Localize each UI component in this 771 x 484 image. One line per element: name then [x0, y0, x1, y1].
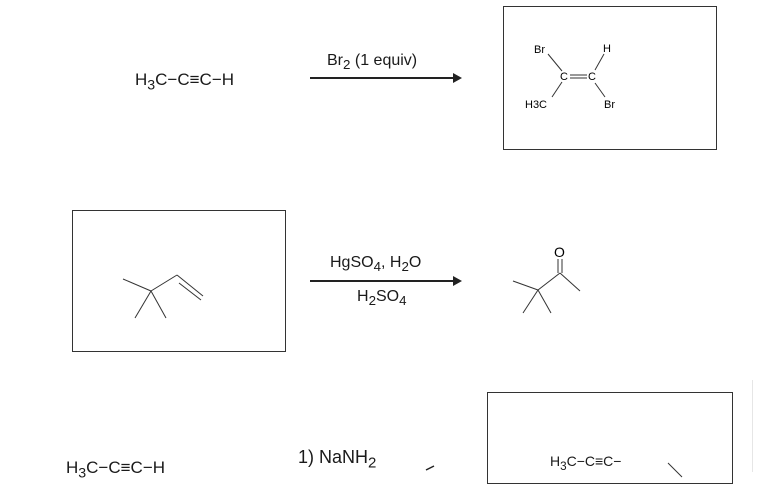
- br-top-label: Br: [534, 44, 545, 56]
- r3-reactant-h: H: [66, 458, 79, 477]
- reactant-h: H: [135, 70, 148, 89]
- reaction1-product-box: Br H C C H3C Br: [503, 6, 717, 150]
- br-bottom-label: Br: [604, 99, 615, 111]
- water-o: O: [408, 254, 422, 271]
- reagent-equiv: (1 equiv): [350, 52, 418, 69]
- r3-reagent-text: 1) NaNH: [298, 447, 369, 467]
- h-top-label: H: [603, 43, 611, 55]
- r3-reactant-chain: C−C≡C−H: [86, 458, 166, 477]
- reaction1-reactant: H3C−C≡C−H: [135, 70, 234, 93]
- reactant-chain: C−C≡C−H: [155, 70, 235, 89]
- acid-h-sub: 2: [368, 293, 376, 309]
- right-edge-divider: [752, 380, 753, 472]
- reaction2-reagent-top: HgSO4, H2O: [330, 254, 421, 274]
- dimethylbutene-structure: [122, 274, 204, 319]
- hgso-text: HgSO: [330, 254, 374, 271]
- reaction2-reagent-bottom: H2SO4: [357, 288, 407, 308]
- reagent-sub: 2: [343, 57, 351, 73]
- reaction3-reactant: H3C−C≡C−H: [66, 458, 165, 481]
- reaction3-reagent: 1) NaNH2: [298, 447, 376, 472]
- reaction2-reactant-box: [72, 210, 286, 352]
- pinacolone-structure: O: [512, 244, 581, 314]
- reactant-sub: 3: [147, 77, 156, 94]
- r3-product-chain: C−C≡C−: [566, 453, 622, 469]
- reaction3-product-bond: [667, 462, 683, 478]
- reaction3-product: H3C−C≡C−: [550, 453, 621, 473]
- reaction2-arrow: [310, 276, 462, 286]
- r3-reagent-sub: 2: [368, 454, 377, 472]
- reaction1-arrow: [310, 73, 462, 83]
- hgso-sub: 4: [373, 259, 381, 275]
- acid-h: H: [357, 288, 369, 305]
- acid-so-sub: 4: [399, 293, 407, 309]
- c-right-label: C: [588, 71, 596, 83]
- reaction1-reagent: Br2 (1 equiv): [327, 52, 417, 72]
- reaction3-arrow-fragment: [425, 465, 435, 471]
- acid-so: SO: [375, 288, 400, 305]
- ketone-oxygen-label: O: [554, 244, 565, 260]
- water-h: , H: [381, 254, 402, 271]
- reaction3-product-box: H3C−C≡C−: [487, 392, 733, 484]
- water-sub: 2: [401, 259, 409, 275]
- r3-reactant-sub: 3: [78, 465, 87, 482]
- c-left-label: C: [560, 71, 568, 83]
- r3-product-h: H: [550, 453, 561, 469]
- reagent-br: Br: [327, 52, 343, 69]
- dibromopropene-structure: Br H C C H3C Br: [525, 43, 615, 111]
- r3-product-sub: 3: [560, 459, 567, 473]
- h3c-label: H3C: [525, 99, 547, 111]
